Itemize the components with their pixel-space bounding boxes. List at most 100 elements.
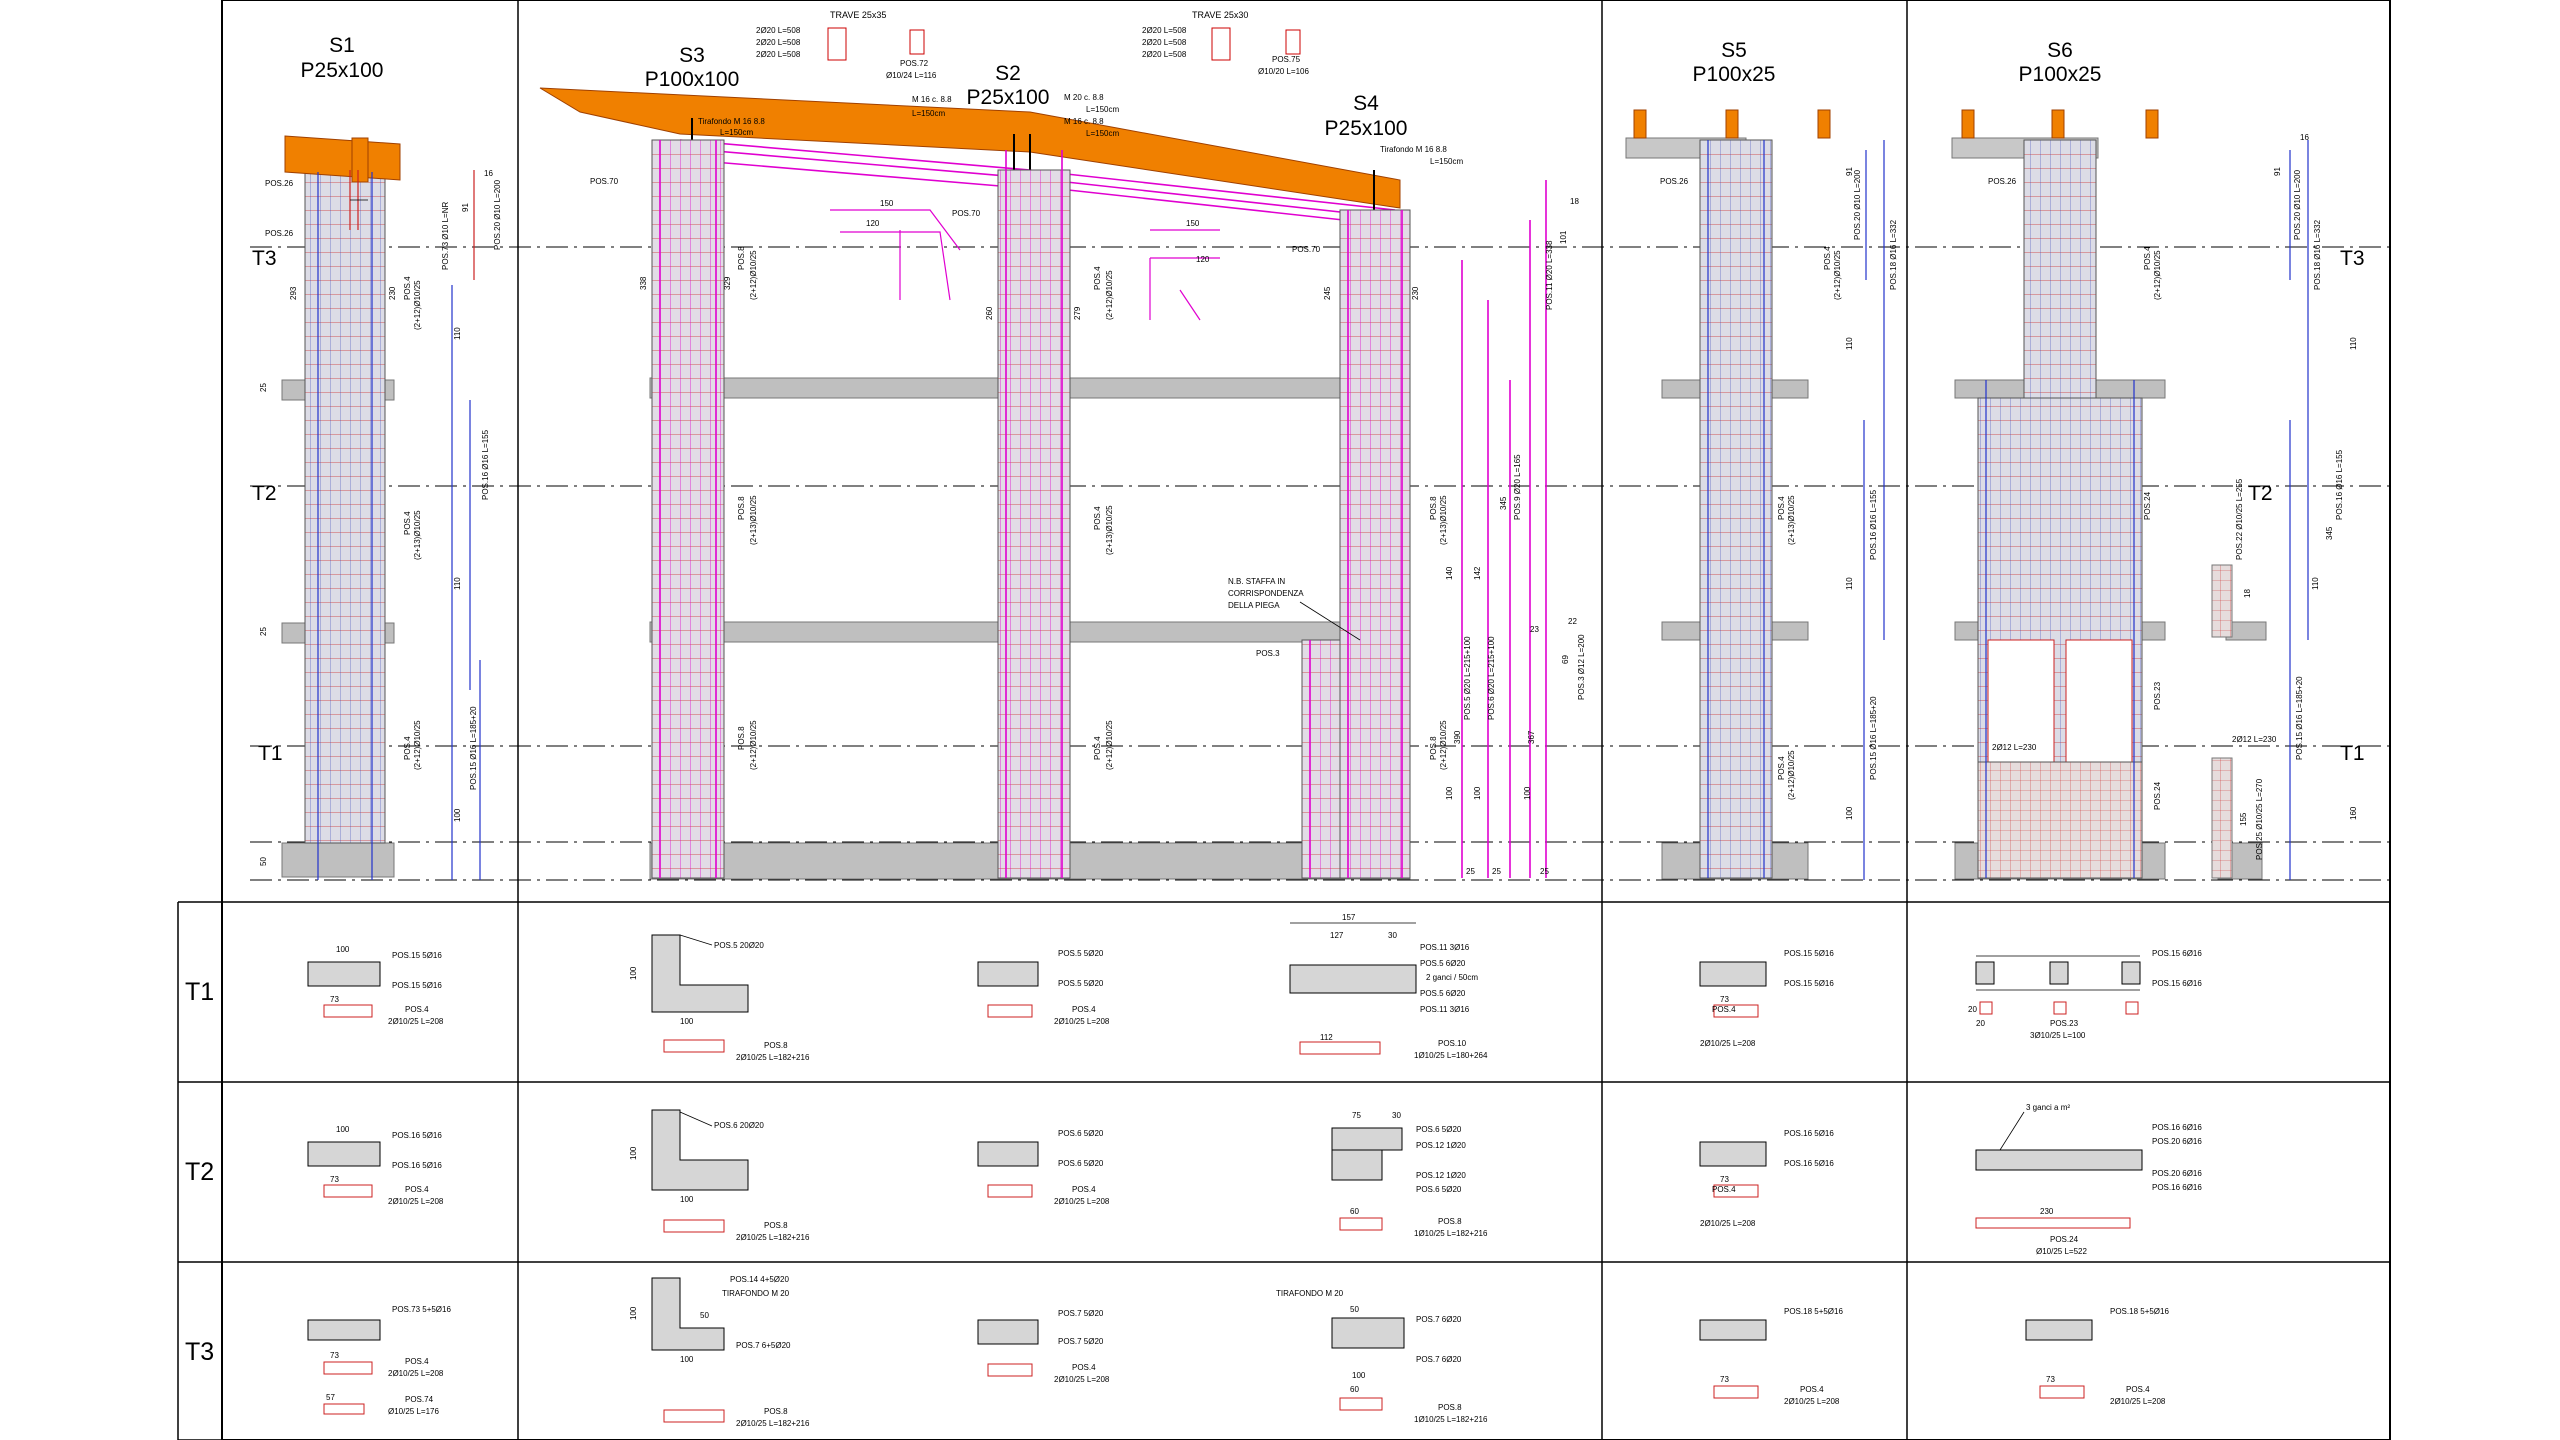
svg-text:POS.7 6+5Ø20: POS.7 6+5Ø20: [736, 1341, 791, 1350]
svg-text:73: 73: [1720, 1175, 1729, 1184]
column-s3-elevation: 338 329 POS.8 (2+12)Ø10/25 POS.8 (2+13)Ø…: [639, 139, 758, 879]
svg-text:260: 260: [985, 306, 994, 320]
svg-text:150: 150: [880, 199, 894, 208]
section-row-labels: T1 T2 T3: [185, 978, 214, 1366]
svg-text:110: 110: [2311, 577, 2320, 590]
svg-text:60: 60: [1350, 1385, 1359, 1394]
svg-text:POS.16 5Ø16: POS.16 5Ø16: [392, 1161, 442, 1170]
svg-text:18: 18: [2243, 589, 2252, 598]
svg-text:POS.8: POS.8: [764, 1407, 788, 1416]
svg-text:POS.20 Ø10 L=200: POS.20 Ø10 L=200: [1853, 169, 1862, 240]
svg-text:91: 91: [2273, 167, 2282, 176]
svg-text:POS.4: POS.4: [403, 276, 412, 300]
svg-text:POS.7 5Ø20: POS.7 5Ø20: [1058, 1309, 1104, 1318]
svg-text:POS.16 6Ø16: POS.16 6Ø16: [2152, 1123, 2202, 1132]
svg-text:M 16 c. 8.8: M 16 c. 8.8: [1064, 117, 1104, 126]
svg-text:100: 100: [336, 1125, 350, 1134]
svg-text:POS.4: POS.4: [1072, 1363, 1096, 1372]
beam-table-right: TRAVE 25x30 2Ø20 L=508 2Ø20 L=508 2Ø20 L…: [1142, 10, 1309, 76]
svg-text:110: 110: [1845, 577, 1854, 590]
svg-text:30: 30: [1388, 931, 1397, 940]
svg-text:16: 16: [2300, 133, 2309, 142]
svg-text:POS.6 Ø20 L=215+100: POS.6 Ø20 L=215+100: [1487, 636, 1496, 720]
svg-text:POS.23: POS.23: [2050, 1019, 2079, 1028]
svg-text:293: 293: [289, 286, 298, 300]
sections-t2: 100 POS.16 5Ø16 POS.16 5Ø16 73 POS.4 2Ø1…: [307, 1103, 2202, 1256]
svg-text:TIRAFONDO M 20: TIRAFONDO M 20: [722, 1289, 790, 1298]
column-s2-elevation: 260 279 POS.4 (2+12)Ø10/25 POS.4 (2+13)Ø…: [985, 150, 1114, 879]
svg-text:3Ø10/25 L=100: 3Ø10/25 L=100: [2030, 1031, 2086, 1040]
svg-text:20: 20: [1968, 1005, 1977, 1014]
svg-text:25: 25: [259, 627, 268, 636]
svg-text:POS.4: POS.4: [1072, 1005, 1096, 1014]
svg-text:60: 60: [1350, 1207, 1359, 1216]
svg-text:POS.4: POS.4: [1800, 1385, 1824, 1394]
svg-text:25: 25: [1540, 867, 1549, 876]
svg-text:POS.12 1Ø20: POS.12 1Ø20: [1416, 1141, 1466, 1150]
svg-text:18: 18: [1570, 197, 1579, 206]
svg-text:POS.4: POS.4: [403, 511, 412, 535]
svg-text:POS.8: POS.8: [764, 1041, 788, 1050]
svg-text:100: 100: [1352, 1371, 1366, 1380]
svg-text:112: 112: [1320, 1033, 1333, 1042]
svg-text:100: 100: [680, 1017, 694, 1026]
column-s4-elevation: N.B. STAFFA IN CORRISPONDENZA DELLA PIEG…: [1228, 180, 1586, 879]
svg-text:POS.4: POS.4: [1093, 266, 1102, 290]
svg-text:390: 390: [1453, 730, 1462, 744]
svg-text:POS.4: POS.4: [1823, 246, 1832, 270]
svg-text:2Ø10/25 L=208: 2Ø10/25 L=208: [1054, 1017, 1110, 1026]
svg-text:100: 100: [680, 1355, 694, 1364]
svg-text:2Ø10/25 L=182+216: 2Ø10/25 L=182+216: [736, 1419, 810, 1428]
svg-text:50: 50: [1350, 1305, 1359, 1314]
svg-text:2Ø10/25 L=208: 2Ø10/25 L=208: [1054, 1375, 1110, 1384]
svg-text:100: 100: [629, 1146, 638, 1160]
title-s2-size: P25x100: [967, 86, 1050, 109]
svg-text:Tirafondo M 16 8.8: Tirafondo M 16 8.8: [1380, 145, 1447, 154]
svg-text:73: 73: [1720, 1375, 1729, 1384]
svg-text:POS.9 Ø20 L=165: POS.9 Ø20 L=165: [1513, 454, 1522, 520]
svg-text:POS.16 Ø16 L=155: POS.16 Ø16 L=155: [481, 429, 490, 500]
svg-text:POS.8: POS.8: [737, 496, 746, 520]
svg-text:367: 367: [1527, 730, 1536, 744]
svg-text:230: 230: [388, 286, 397, 300]
svg-text:POS.8: POS.8: [1438, 1217, 1462, 1226]
svg-text:100: 100: [629, 1306, 638, 1320]
svg-text:M 16 c. 8.8: M 16 c. 8.8: [912, 95, 952, 104]
svg-text:L=150cm: L=150cm: [1086, 105, 1119, 114]
svg-text:POS.6 5Ø20: POS.6 5Ø20: [1416, 1185, 1462, 1194]
svg-text:(2+12)Ø10/25: (2+12)Ø10/25: [749, 250, 758, 300]
svg-text:POS.11 Ø20 L=338: POS.11 Ø20 L=338: [1545, 240, 1554, 310]
svg-text:POS.4: POS.4: [1712, 1185, 1736, 1194]
svg-text:155: 155: [2239, 812, 2248, 826]
svg-text:POS.15 Ø16 L=185+20: POS.15 Ø16 L=185+20: [2295, 676, 2304, 760]
svg-text:30: 30: [1392, 1111, 1401, 1120]
svg-text:100: 100: [680, 1195, 694, 1204]
svg-text:50: 50: [700, 1311, 709, 1320]
svg-text:16: 16: [484, 169, 493, 178]
svg-text:POS.70: POS.70: [590, 177, 619, 186]
svg-text:POS.3 Ø12 L=200: POS.3 Ø12 L=200: [1577, 634, 1586, 700]
svg-text:POS.24: POS.24: [2050, 1235, 2079, 1244]
svg-text:338: 338: [639, 276, 648, 290]
beam-right-title: TRAVE 25x30: [1192, 10, 1248, 20]
title-s6-id: S6: [2047, 39, 2073, 62]
svg-text:230: 230: [2040, 1207, 2054, 1216]
svg-text:POS.8: POS.8: [737, 726, 746, 750]
beam-left-title: TRAVE 25x35: [830, 10, 886, 20]
svg-text:POS.6 5Ø20: POS.6 5Ø20: [1416, 1125, 1462, 1134]
svg-text:POS.15 5Ø16: POS.15 5Ø16: [392, 981, 442, 990]
svg-text:(2+12)Ø10/25: (2+12)Ø10/25: [1105, 720, 1114, 770]
svg-text:22: 22: [1568, 617, 1577, 626]
svg-text:POS.15 Ø16 L=185+20: POS.15 Ø16 L=185+20: [1869, 696, 1878, 780]
svg-text:2Ø12 L=230: 2Ø12 L=230: [2232, 735, 2277, 744]
svg-text:(2+13)Ø10/25: (2+13)Ø10/25: [413, 510, 422, 560]
svg-text:120: 120: [866, 219, 880, 228]
svg-text:75: 75: [1352, 1111, 1361, 1120]
svg-text:2Ø10/25 L=208: 2Ø10/25 L=208: [1700, 1039, 1756, 1048]
svg-text:345: 345: [1499, 496, 1508, 510]
svg-text:POS.5 6Ø20: POS.5 6Ø20: [1420, 959, 1466, 968]
svg-text:POS.7 6Ø20: POS.7 6Ø20: [1416, 1355, 1462, 1364]
title-s5-id: S5: [1721, 39, 1747, 62]
level-t3-right: T3: [2340, 247, 2365, 270]
